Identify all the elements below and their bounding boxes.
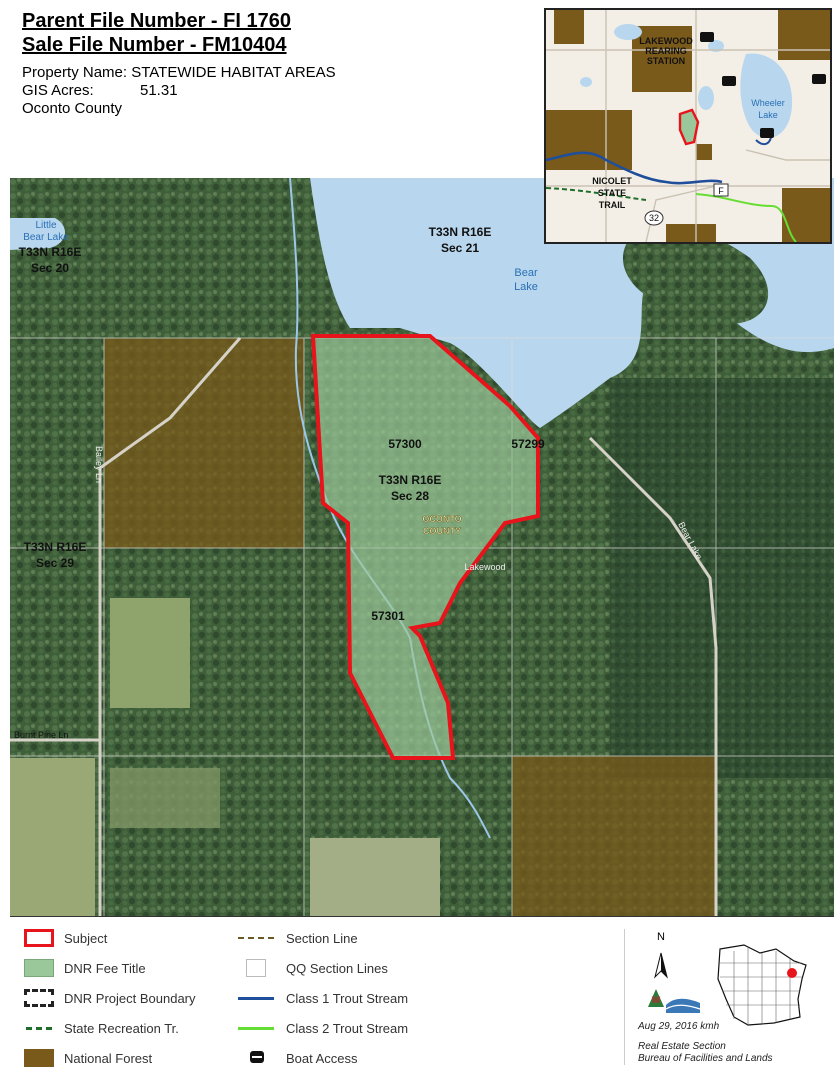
inset-class1-stream	[546, 151, 723, 185]
legend-item-class2-trout: Class 2 Trout Stream	[236, 1019, 408, 1037]
inset-wheeler-lake	[740, 53, 793, 138]
label-oconto-county-b: COUNTY	[423, 526, 461, 536]
inset-label-lakewood-a: LAKEWOOD	[639, 36, 693, 46]
label-sec29-b: Sec 29	[36, 556, 74, 570]
state-trail-swatch	[24, 1019, 54, 1037]
fee-title-swatch	[24, 959, 54, 977]
subject-parcel[interactable]	[310, 334, 540, 760]
office-section: Real Estate Section	[638, 1041, 726, 1052]
label-burnt-pine-ln: Burnt Pine Ln	[14, 730, 69, 740]
label-lakewood-road: Lakewood	[464, 562, 505, 572]
pine-stand	[610, 378, 834, 778]
svg-text:W: W	[652, 995, 661, 1005]
label-parcel-57299: 57299	[511, 437, 545, 451]
county-name: Oconto County	[22, 100, 123, 117]
inset-forest-5	[696, 144, 712, 160]
section-line-swatch	[236, 929, 276, 947]
national-forest-se	[512, 756, 716, 916]
legend-item-section-line: Section Line	[236, 929, 358, 947]
parent-file-number: Parent File Number - FI 1760	[22, 10, 291, 32]
label-little-bear-lake-a: Little	[35, 220, 57, 231]
label-sec28-b: Sec 28	[391, 489, 429, 503]
legend-item-national-forest: National Forest	[24, 1049, 152, 1067]
field-southwest	[10, 758, 95, 916]
north-label: N	[657, 931, 665, 943]
label-bear-lake-b: Lake	[514, 281, 538, 293]
inset-boat-access-icons	[700, 32, 826, 138]
inset-label-wheeler-b: Lake	[758, 110, 778, 120]
legend-item-state-rec-trail: State Recreation Tr.	[24, 1019, 179, 1037]
map-date: Aug 29, 2016 kmh	[638, 1021, 720, 1032]
little-bear-lake	[10, 218, 66, 250]
inset-forest-3	[778, 10, 830, 60]
aerial-map[interactable]: T33N R16E Sec 21 T33N R16E Sec 20 T33N R…	[10, 178, 834, 916]
label-parcel-57301: 57301	[371, 609, 405, 623]
north-arrow-icon: N	[646, 931, 676, 981]
lake-peninsula	[622, 227, 769, 324]
national-forest-swatch	[24, 1049, 54, 1067]
bailey-ln-road	[98, 337, 242, 916]
label-little-bear-lake-b: Bear Lake	[23, 232, 69, 243]
boat-access-icon	[236, 1049, 276, 1067]
label-sec20-b: Sec 20	[31, 261, 69, 275]
property-name: Property Name: STATEWIDE HABITAT AREAS	[22, 64, 336, 81]
inset-label-route-f: F	[718, 186, 724, 196]
office-bureau: Bureau of Facilities and Lands	[638, 1053, 773, 1064]
legend-item-boat-access: Boat Access	[236, 1049, 358, 1067]
sale-file-number: Sale File Number - FM10404	[22, 34, 287, 56]
map-header: Parent File Number - FI 1760 Sale File N…	[10, 8, 544, 178]
inset-label-lakewood-b: REARING	[645, 46, 687, 56]
inset-label-nicolet-b: STATE	[598, 188, 626, 198]
legend-item-project-boundary: DNR Project Boundary	[24, 989, 196, 1007]
label-sec29-a: T33N R16E	[24, 540, 87, 554]
legend-divider	[624, 929, 625, 1065]
legend-item-subject: Subject	[24, 929, 107, 947]
inset-forest-1	[554, 10, 584, 44]
class1-swatch	[236, 989, 276, 1007]
inset-class2-stream	[695, 193, 797, 242]
label-sec21-a: T33N R16E	[429, 225, 492, 239]
wisconsin-locator-map	[714, 939, 818, 1031]
aerial-map-svg: T33N R16E Sec 21 T33N R16E Sec 20 T33N R…	[10, 178, 834, 916]
label-bear-lake-a: Bear	[514, 267, 538, 279]
inset-forest-2	[632, 26, 692, 92]
inset-state-trail	[546, 187, 647, 201]
inset-label-wheeler-a: Wheeler	[751, 98, 785, 108]
label-parcel-57300: 57300	[388, 437, 422, 451]
inset-map-svg: LAKEWOOD REARING STATION Wheeler Lake NI…	[546, 10, 830, 242]
inset-label-route-32: 32	[649, 213, 659, 223]
inset-forest-4	[546, 110, 632, 170]
dnr-logo-icon: W	[644, 985, 702, 1015]
subject-swatch	[24, 929, 54, 947]
class2-swatch	[236, 1019, 276, 1037]
legend-item-qq-section-lines: QQ Section Lines	[236, 959, 388, 977]
label-sec21-b: Sec 21	[441, 241, 479, 255]
qq-section-swatch	[236, 959, 276, 977]
inset-forest-6	[782, 188, 830, 242]
bear-lake-road	[588, 436, 718, 916]
inset-route-32-shield	[644, 210, 664, 226]
label-sec20-a: T33N R16E	[19, 245, 82, 259]
label-bailey-ln: Bailey Ln	[94, 446, 104, 483]
label-oconto-county-a: OCONTO	[422, 514, 461, 524]
field-mid	[110, 768, 220, 828]
field-south	[310, 838, 440, 916]
inset-label-nicolet-a: NICOLET	[592, 176, 632, 186]
gis-acres-value: 51.31	[140, 82, 178, 99]
gis-acres-label: GIS Acres:	[22, 82, 94, 99]
field-west	[110, 598, 190, 708]
inset-route-f-shield	[713, 183, 729, 197]
inset-locator-map[interactable]: LAKEWOOD REARING STATION Wheeler Lake NI…	[544, 8, 832, 244]
map-legend: Subject DNR Fee Title DNR Project Bounda…	[10, 916, 834, 1073]
project-boundary-swatch	[24, 989, 54, 1007]
label-sec28-a: T33N R16E	[379, 473, 442, 487]
inset-label-nicolet-c: TRAIL	[599, 200, 626, 210]
legend-item-class1-trout: Class 1 Trout Stream	[236, 989, 408, 1007]
inset-label-lakewood-c: STATION	[647, 56, 685, 66]
inset-forest-7	[666, 224, 716, 242]
legend-item-dnr-fee-title: DNR Fee Title	[24, 959, 146, 977]
inset-subject	[678, 108, 700, 146]
